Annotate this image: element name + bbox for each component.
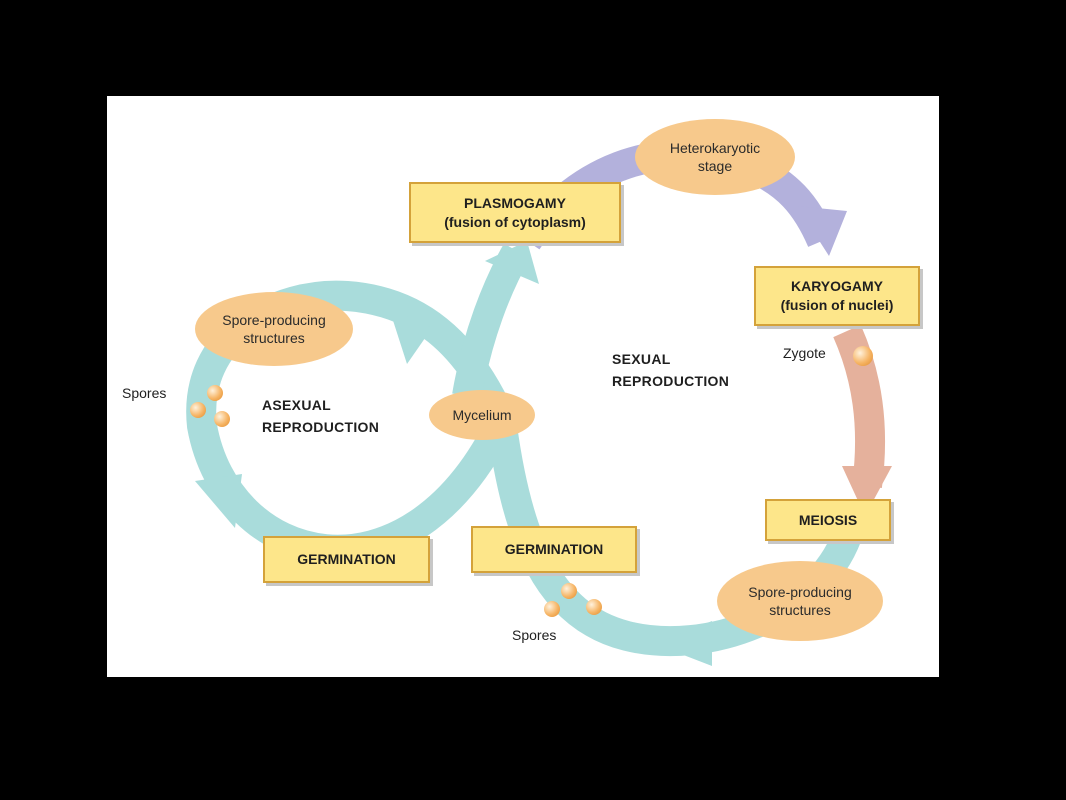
karyogamy-box: KARYOGAMY (fusion of nuclei) — [754, 266, 920, 326]
plasmogamy-box: PLASMOGAMY (fusion of cytoplasm) — [409, 182, 621, 243]
bottom-arrowhead — [655, 621, 712, 666]
heterokaryotic-line2: stage — [697, 158, 733, 174]
spore-structures-right-line1: Spore-producing — [748, 584, 852, 600]
spore-icon — [207, 385, 223, 401]
asexual-line2: REPRODUCTION — [262, 419, 380, 435]
spore-icon — [214, 411, 230, 427]
spore-structures-left-oval: Spore-producing structures — [195, 292, 353, 366]
spores-left-label: Spores — [122, 385, 167, 401]
zygote-icon — [853, 346, 873, 366]
meiosis-label: MEIOSIS — [798, 511, 858, 528]
zygote-label: Zygote — [783, 345, 826, 361]
sexual-line2: REPRODUCTION — [612, 373, 730, 389]
germination-center-label: GERMINATION — [504, 541, 604, 557]
sexual-line1: SEXUAL — [612, 351, 671, 367]
asexual-line1: ASEXUAL — [262, 397, 331, 413]
spore-structures-left-line1: Spore-producing — [222, 312, 326, 328]
spore-icon — [544, 601, 560, 617]
asexual-arrowhead-up — [389, 308, 432, 364]
spore-structures-left-line2: structures — [243, 330, 305, 346]
diagram-panel: Heterokaryotic stage PLASMOGAMY (fusion … — [107, 96, 939, 677]
asexual-arrowhead-down — [195, 474, 242, 528]
karyogamy-subtitle: (fusion of nuclei) — [780, 297, 894, 313]
plasmogamy-subtitle: (fusion of cytoplasm) — [444, 213, 586, 230]
sexual-reproduction-label: SEXUAL REPRODUCTION — [612, 348, 729, 392]
spore-icon — [190, 402, 206, 418]
meiosis-box: MEIOSIS — [765, 499, 891, 541]
heterokaryotic-line1: Heterokaryotic — [669, 140, 761, 156]
karyogamy-arrowhead — [797, 206, 847, 256]
germination-left-box: GERMINATION — [263, 536, 430, 583]
spore-icon — [561, 583, 577, 599]
spore-icon — [586, 599, 602, 615]
sexual-right-arrow — [833, 324, 886, 488]
mycelium-oval: Mycelium — [429, 390, 535, 440]
plasmogamy-arrowhead — [485, 241, 539, 284]
heterokaryotic-oval: Heterokaryotic stage — [635, 119, 795, 195]
karyogamy-title: KARYOGAMY — [790, 278, 884, 294]
spores-bottom-label: Spores — [512, 627, 557, 643]
mycelium-label: Mycelium — [452, 407, 512, 423]
germination-center-box: GERMINATION — [471, 526, 637, 573]
meiosis-arrowhead — [842, 466, 892, 516]
spore-structures-right-oval: Spore-producing structures — [717, 561, 883, 641]
asexual-reproduction-label: ASEXUAL REPRODUCTION — [262, 394, 379, 438]
spore-structures-right-line2: structures — [769, 602, 831, 618]
plasmogamy-title: PLASMOGAMY — [464, 194, 566, 211]
germination-left-label: GERMINATION — [297, 551, 396, 567]
